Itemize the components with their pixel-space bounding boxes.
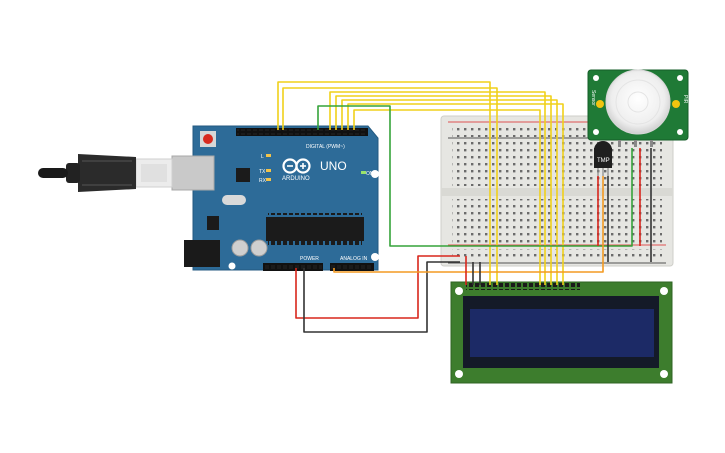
lcd-display [450, 281, 673, 384]
wire-green-1 [317, 105, 460, 247]
usb-cable [38, 154, 173, 192]
wire-yellow-1 [277, 81, 491, 285]
wire-red-power [295, 255, 460, 319]
on-label: ON [366, 171, 374, 177]
wire-green-2 [460, 148, 633, 247]
tx-label: TX [259, 169, 266, 175]
power-label: POWER [300, 256, 319, 262]
wires [277, 81, 652, 333]
pir-side-label-2: Sensor [590, 90, 596, 106]
arduino-model-text: UNO [320, 159, 347, 173]
rx-label: RX [259, 178, 267, 184]
digital-label: DIGITAL (PWM~) [306, 144, 345, 150]
arduino-uno-board: ARDUINO UNO DIGITAL (PWM~) POWER ANALOG … [171, 125, 379, 271]
tmp-label: TMP [597, 158, 610, 164]
arduino-logo-text: ARDUINO [282, 176, 310, 182]
pir-side-label: PIR [682, 95, 688, 104]
arduino-logo-icon [282, 158, 311, 174]
temperature-sensor: TMP [594, 141, 612, 176]
wire-yellow-2 [282, 87, 498, 285]
l-label: L [261, 154, 264, 160]
wire-black-gnd [303, 261, 460, 333]
wire-yellow-3 [329, 91, 546, 285]
pir-sensor: PIR Sensor [587, 69, 689, 147]
wire-yellow-7 [353, 109, 541, 285]
wire-yellow-6 [347, 103, 564, 285]
wire-orange [333, 176, 604, 273]
analog-label: ANALOG IN [340, 256, 368, 262]
wire-yellow-4 [335, 95, 552, 285]
wire-yellow-5 [341, 99, 558, 285]
